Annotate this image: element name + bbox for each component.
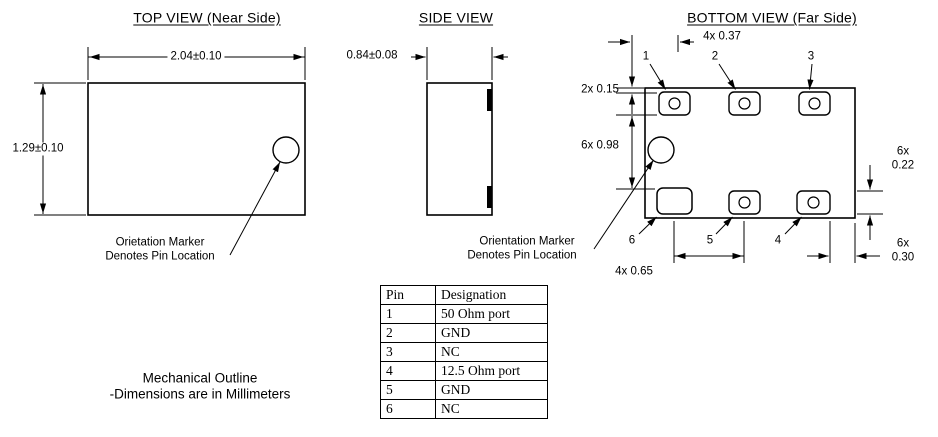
pad-4 [796,190,831,215]
pin4-leader [784,216,802,235]
table-row: 3 NC [380,342,548,362]
dim-pad-gap-label: 4x 0.37 [703,30,741,43]
pad-6 [656,187,693,215]
dim-pad-width [807,221,880,263]
table-row: 4 12.5 Ohm port [380,361,548,381]
top-marker-note-line2: Denotes Pin Location [105,250,215,263]
designation-cell: NC [435,342,548,362]
top-view-marker-leader [229,161,281,256]
top-view-orientation-marker [272,136,300,164]
pad-1-hole [668,97,681,110]
pin-label-3: 3 [807,50,815,63]
designation-cell: GND [435,323,548,343]
pin5-leader [715,216,733,235]
side-view-drawing [411,47,508,216]
dim-row-spacing [616,114,657,190]
dim-pad-gap [608,35,694,87]
pad-5-hole [738,196,751,209]
bottom-view-drawing [593,35,883,263]
dim-row-spacing-label: 6x 0.98 [581,139,619,152]
pad-3 [798,91,831,116]
designation-cell: 12.5 Ohm port [435,361,548,381]
pin-cell: 3 [380,342,436,362]
footer-note-line2: -Dimensions are in Millimeters [109,386,291,402]
table-row: 6 NC [380,399,548,419]
dim-pad-height-qty: 6x [896,145,910,158]
pad-5 [728,190,761,215]
dim-pad-height [857,165,883,240]
side-view-pad-top [487,89,492,111]
pin-label-4: 4 [774,234,782,247]
dim-pad-width-qty: 6x [896,237,910,250]
pad-1 [658,91,691,116]
pad-2-hole [738,97,751,110]
top-height-dim-label: 1.29±0.10 [9,142,67,156]
pin-label-5: 5 [706,234,714,247]
designation-cell: GND [435,380,548,400]
pin-cell: 1 [380,304,436,324]
pin2-leader [718,63,736,90]
table-row: 1 50 Ohm port [380,304,548,324]
pin-designation-table: Pin Designation 1 50 Ohm port 2 GND 3 NC… [380,285,548,419]
pad-2 [728,91,761,116]
bottom-marker-note-line1: Orientation Marker [479,235,575,248]
side-view-title: SIDE VIEW [418,9,494,26]
dim-edge-offset-label: 2x 0.15 [581,83,619,96]
designation-cell: 50 Ohm port [435,304,548,324]
pin3-leader [807,63,814,90]
table-row: 5 GND [380,380,548,400]
side-view-outline [426,82,493,216]
pin-column-header: Pin [380,285,436,305]
pin-cell: 5 [380,380,436,400]
table-row: 2 GND [380,323,548,343]
dim-pad-width-val: 0.30 [891,251,915,264]
pad-3-hole [808,97,821,110]
dim-edge-offset [616,87,657,114]
dim-pad-height-val: 0.22 [891,159,915,172]
designation-column-header: Designation [435,285,548,305]
dim-pad-pitch-label: 4x 0.65 [615,265,653,278]
bottom-view-orientation-marker [647,136,675,164]
side-view-thickness-dimension [411,47,508,80]
top-view-drawing [34,47,306,256]
side-thickness-dim-label: 0.84±0.08 [346,49,398,62]
pin-cell: 2 [380,323,436,343]
pin-cell: 6 [380,399,436,419]
bottom-view-title: BOTTOM VIEW (Far Side) [687,9,857,26]
top-width-dim-label: 2.04±0.10 [167,50,225,64]
top-marker-note-line1: Orietation Marker [115,236,205,249]
pin-label-6: 6 [628,234,636,247]
bottom-view-outline [644,87,856,219]
designation-cell: NC [435,399,548,419]
footer-note-line1: Mechanical Outline [142,370,258,386]
dim-pad-pitch [673,221,745,263]
table-header-row: Pin Designation [380,285,548,305]
pin1-leader [649,63,666,90]
pin-label-2: 2 [711,50,719,63]
pad-4-hole [807,196,820,209]
side-view-pad-bottom [487,186,492,208]
bottom-marker-note-line2: Denotes Pin Location [467,249,577,262]
pin-cell: 4 [380,361,436,381]
pin-label-1: 1 [642,50,650,63]
bottom-view-marker-leader [593,159,654,250]
top-view-title: TOP VIEW (Near Side) [133,9,281,26]
top-view-outline [87,82,306,216]
pin6-leader [638,216,657,235]
